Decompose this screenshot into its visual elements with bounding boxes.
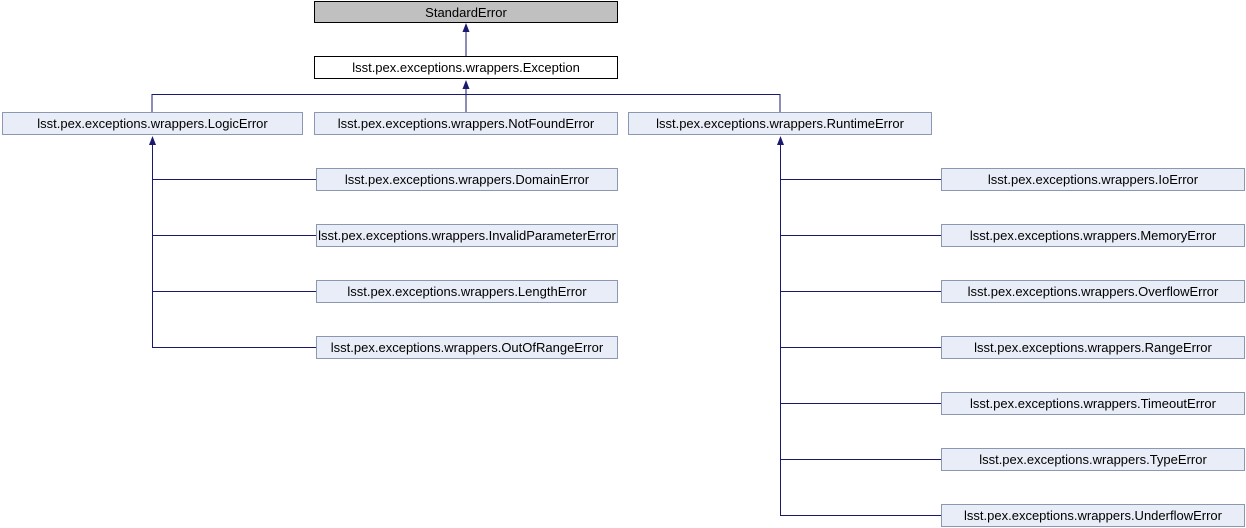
node-underflow-error[interactable]: lsst.pex.exceptions.wrappers.UnderflowEr…	[941, 504, 1245, 527]
node-type-error[interactable]: lsst.pex.exceptions.wrappers.TypeError	[941, 448, 1245, 471]
arrowhead-to-exception	[462, 80, 470, 89]
node-timeout-error[interactable]: lsst.pex.exceptions.wrappers.TimeoutErro…	[941, 392, 1245, 415]
node-standard-error: StandardError	[314, 1, 618, 23]
arrowhead-to-runtimeerror	[777, 136, 784, 145]
node-exception: lsst.pex.exceptions.wrappers.Exception	[314, 56, 618, 79]
node-invalid-parameter-error[interactable]: lsst.pex.exceptions.wrappers.InvalidPara…	[316, 224, 618, 247]
node-memory-error[interactable]: lsst.pex.exceptions.wrappers.MemoryError	[941, 224, 1245, 247]
node-runtime-error[interactable]: lsst.pex.exceptions.wrappers.RuntimeErro…	[628, 112, 932, 135]
arrowheads	[149, 23, 784, 145]
node-out-of-range-error[interactable]: lsst.pex.exceptions.wrappers.OutOfRangeE…	[316, 336, 618, 359]
node-logic-error[interactable]: lsst.pex.exceptions.wrappers.LogicError	[2, 112, 303, 135]
arrowhead-to-standarderror	[462, 23, 470, 32]
edge-logicerror-children	[152, 144, 316, 348]
arrowhead-to-logicerror	[149, 136, 156, 145]
node-not-found-error[interactable]: lsst.pex.exceptions.wrappers.NotFoundErr…	[314, 112, 618, 135]
edge-runtimeerror-children	[780, 144, 941, 516]
node-range-error[interactable]: lsst.pex.exceptions.wrappers.RangeError	[941, 336, 1245, 359]
node-io-error[interactable]: lsst.pex.exceptions.wrappers.IoError	[941, 168, 1245, 191]
edge-children-to-exception	[151, 88, 781, 112]
node-length-error[interactable]: lsst.pex.exceptions.wrappers.LengthError	[316, 280, 618, 303]
node-domain-error[interactable]: lsst.pex.exceptions.wrappers.DomainError	[316, 168, 618, 191]
node-overflow-error[interactable]: lsst.pex.exceptions.wrappers.OverflowErr…	[941, 280, 1245, 303]
